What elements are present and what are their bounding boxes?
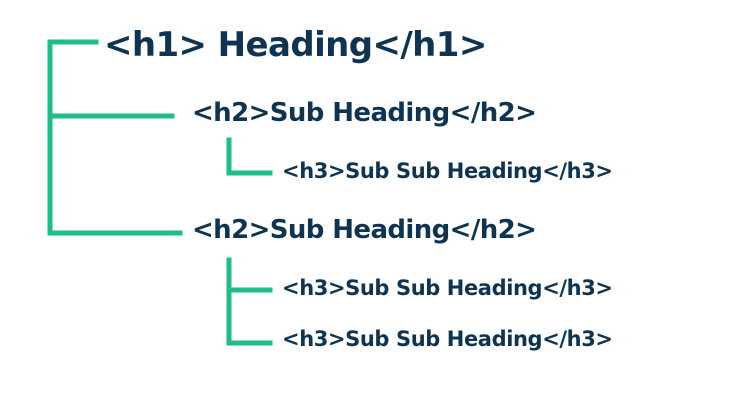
h3-second-label: <h3>Sub Sub Heading</h3> [282,276,613,300]
h3-first-label: <h3>Sub Sub Heading</h3> [282,159,613,183]
h3-third-label: <h3>Sub Sub Heading</h3> [282,327,613,351]
h2-second-label: <h2>Sub Heading</h2> [192,215,537,245]
h1-heading-label: <h1> Heading</h1> [104,25,487,65]
h2-first-label: <h2>Sub Heading</h2> [192,98,537,128]
